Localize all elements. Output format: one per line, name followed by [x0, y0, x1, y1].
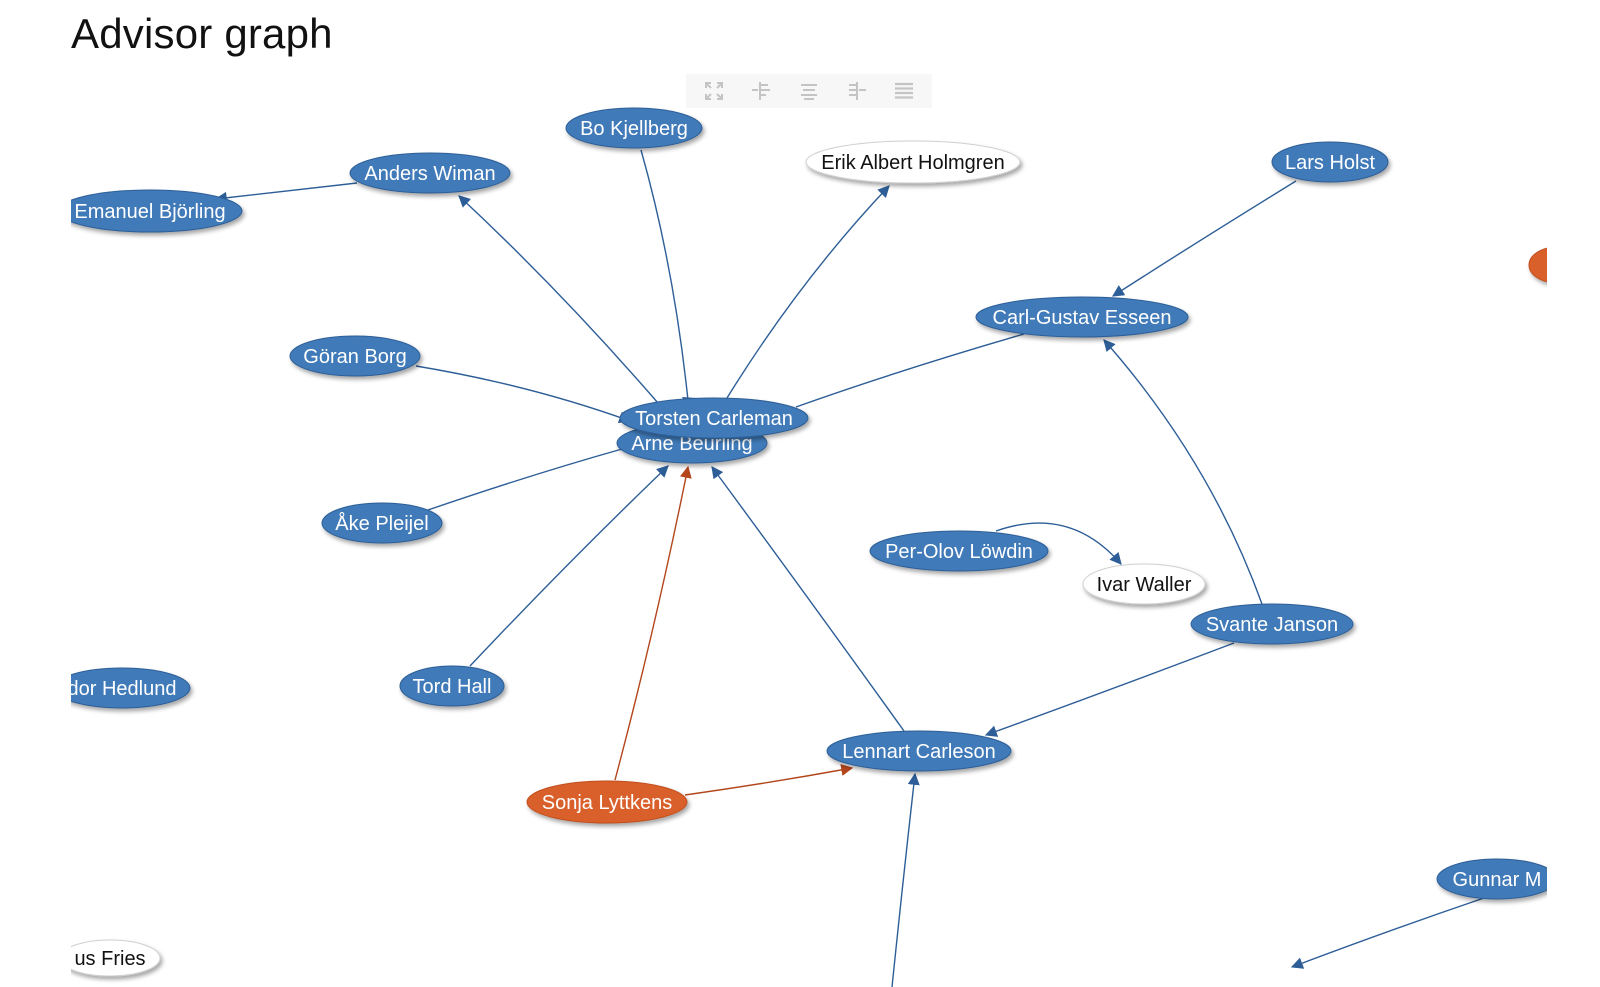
node-label: Torsten Carleman — [635, 408, 793, 430]
node-label: Erik Albert Holmgren — [821, 152, 1004, 174]
layout-left-button[interactable] — [746, 76, 776, 106]
node-ellipse[interactable] — [619, 397, 809, 439]
node-ellipse[interactable] — [975, 296, 1189, 338]
align-right-icon — [848, 82, 866, 100]
node-label: Bo Kjellberg — [580, 118, 688, 140]
node-label: Gunnar M — [1453, 869, 1542, 891]
node-label: Carl-Gustav Esseen — [993, 307, 1172, 329]
graph-toolbar — [686, 74, 932, 108]
node-label: Sonja Lyttkens — [542, 792, 672, 814]
edge-torsten-carleman-to-carl-gustav-esseen — [795, 333, 1025, 408]
node-label: Per-Olov Löwdin — [885, 541, 1033, 563]
node-goran-borg[interactable]: Göran Borg — [289, 335, 421, 377]
edge-sonja-lyttkens-to-arne-beurling — [614, 465, 692, 781]
node-label: dor Hedlund — [71, 678, 176, 700]
node-label: Lennart Carleson — [842, 741, 995, 763]
node-ellipse[interactable] — [71, 939, 161, 977]
expand-icon — [704, 82, 723, 100]
node-svante-janson[interactable]: Svante Janson — [1190, 603, 1354, 645]
edge-svante-janson-to-carl-gustav-esseen — [1103, 339, 1263, 605]
node-ellipse[interactable] — [1271, 141, 1389, 183]
node-label: Arne Beurling — [631, 433, 752, 455]
edge-anders-wiman-to-emanuel-bjorling — [214, 182, 358, 204]
layout-right-button[interactable] — [842, 76, 872, 106]
node-ellipse[interactable] — [399, 665, 505, 707]
layout-list-button[interactable] — [889, 76, 919, 106]
node-ellipse[interactable] — [1436, 858, 1547, 900]
node-label: Lars Holst — [1285, 152, 1375, 174]
edge-lennart-carleson-to-arne-beurling — [711, 466, 905, 732]
edge-lars-holst-to-carl-gustav-esseen — [1111, 180, 1297, 297]
node-torsten-carleman[interactable]: Torsten Carleman — [619, 397, 809, 439]
node-tord-hall[interactable]: Tord Hall — [399, 665, 505, 707]
fit-view-button[interactable] — [699, 76, 729, 106]
edge-arne-beurling-to-erik-albert-holmgren — [726, 185, 890, 399]
align-center-icon — [800, 84, 817, 100]
node-gunnar[interactable]: Gunnar M — [1436, 858, 1547, 900]
node-ellipse[interactable] — [71, 189, 243, 233]
node-label: us Fries — [74, 948, 145, 970]
node-ellipse[interactable] — [1082, 563, 1206, 605]
node-label: Anders Wiman — [364, 163, 495, 185]
node-per-olov-lowdin[interactable]: Per-Olov Löwdin — [869, 530, 1049, 572]
node-fries[interactable]: us Fries — [71, 939, 161, 977]
align-left-icon — [752, 82, 771, 100]
node-label: Tord Hall — [413, 676, 492, 698]
node-ellipse[interactable] — [869, 530, 1049, 572]
node-ellipse[interactable] — [1528, 247, 1547, 283]
node-erik-albert-holmgren[interactable]: Erik Albert Holmgren — [805, 140, 1021, 184]
node-ivar-waller[interactable]: Ivar Waller — [1082, 563, 1206, 605]
node-ellipse[interactable] — [826, 730, 1012, 772]
node-ellipse[interactable] — [1190, 603, 1354, 645]
node-label: Svante Janson — [1206, 614, 1338, 636]
edge-bo-kjellberg-to-arne-beurling — [640, 149, 690, 411]
edge-tord-hall-to-arne-beurling — [469, 465, 669, 667]
edge-bottom-offscreen-to-lennart-carleson — [891, 772, 920, 987]
node-ellipse[interactable] — [565, 107, 703, 149]
layout-center-button[interactable] — [794, 76, 824, 106]
list-icon — [895, 82, 914, 99]
node-label: Ivar Waller — [1097, 574, 1192, 596]
edge-gunnar-to-bottom-right-offscreen — [1290, 897, 1485, 969]
edge-sonja-lyttkens-to-lennart-carleson — [684, 764, 854, 796]
node-lennart-carleson[interactable]: Lennart Carleson — [826, 730, 1012, 772]
edge-arne-beurling-to-anders-wiman — [458, 195, 659, 404]
edge-goran-borg-to-arne-beurling — [415, 365, 632, 423]
node-ellipse[interactable] — [71, 667, 191, 709]
page-title: Advisor graph — [71, 10, 333, 57]
node-ake-pleijel[interactable]: Åke Pleijel — [321, 502, 443, 544]
node-ellipse[interactable] — [289, 335, 421, 377]
node-ellipse[interactable] — [349, 152, 511, 194]
node-ellipse[interactable] — [805, 140, 1021, 184]
node-ellipse[interactable] — [321, 502, 443, 544]
node-anders-wiman[interactable]: Anders Wiman — [349, 152, 511, 194]
node-edge-node-right[interactable]: E — [1528, 247, 1547, 283]
edge-per-olov-lowdin-to-ivar-waller — [995, 522, 1122, 565]
node-label: Åke Pleijel — [335, 512, 428, 535]
node-lars-holst[interactable]: Lars Holst — [1271, 141, 1389, 183]
node-bo-kjellberg[interactable]: Bo Kjellberg — [565, 107, 703, 149]
node-ellipse[interactable] — [526, 780, 688, 824]
node-label: Göran Borg — [303, 346, 406, 368]
node-sonja-lyttkens[interactable]: Sonja Lyttkens — [526, 780, 688, 824]
node-emanuel-bjorling[interactable]: Emanuel Björling — [71, 189, 243, 233]
node-label: Emanuel Björling — [74, 201, 225, 223]
node-carl-gustav-esseen[interactable]: Carl-Gustav Esseen — [975, 296, 1189, 338]
node-hedlund[interactable]: dor Hedlund — [71, 667, 191, 709]
edge-svante-janson-to-lennart-carleson — [984, 642, 1235, 737]
edge-ake-pleijel-to-torsten-carleman — [427, 448, 623, 511]
